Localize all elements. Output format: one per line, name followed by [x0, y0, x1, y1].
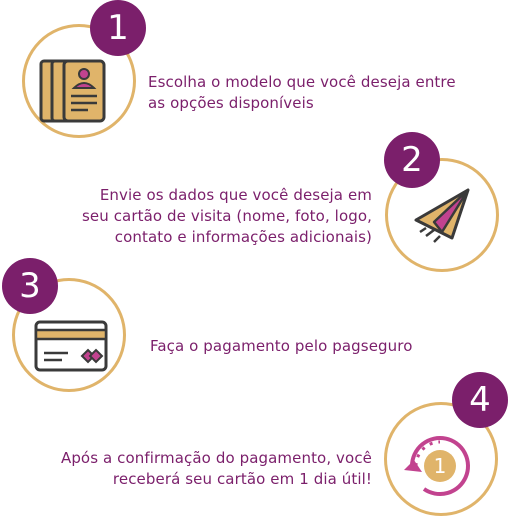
step-3-text: Faça o pagamento pelo pagseguro [150, 336, 412, 357]
step-3-line-1: Faça o pagamento pelo pagseguro [150, 337, 413, 355]
step-4-badge: 4 [452, 372, 508, 428]
step-1-text: Escolha o modelo que você deseja entre a… [148, 72, 456, 114]
step-1-line-1: Escolha o modelo que você deseja entre [148, 73, 456, 91]
step-3-badge: 3 [2, 258, 58, 314]
one-day-cycle-icon [404, 436, 470, 497]
step-1-line-2: as opções disponíveis [148, 94, 314, 112]
step-1-badge: 1 [90, 0, 146, 56]
step-4-icon-number: 1 [433, 454, 447, 478]
step-2-line-3: contato e informações adicionais) [114, 228, 372, 246]
step-2-line-2: seu cartão de visita (nome, foto, logo, [81, 207, 372, 225]
template-cards-icon [39, 59, 106, 123]
step-4-line-1: Após a confirmação do pagamento, você [60, 449, 372, 467]
step-3: 3 Faça o pagamento pelo pagseguro [0, 258, 512, 398]
step-2-text: Envie os dados que você deseja em seu ca… [82, 185, 372, 248]
step-4-text: Após a confirmação do pagamento, você re… [61, 448, 372, 490]
paper-plane-icon [414, 188, 470, 243]
credit-card-icon [34, 320, 108, 372]
step-2-badge: 2 [384, 132, 440, 188]
step-1: 1 Escolha o modelo que você deseja entre… [0, 0, 512, 138]
step-2: 2 Envie os dados que você deseja em seu … [0, 132, 512, 277]
step-4-line-2: receberá seu cartão em 1 dia útil! [112, 470, 372, 488]
step-4: 4 1 Após a confirmação do pagamento, voc… [0, 370, 512, 530]
step-2-line-1: Envie os dados que você deseja em [99, 186, 372, 204]
